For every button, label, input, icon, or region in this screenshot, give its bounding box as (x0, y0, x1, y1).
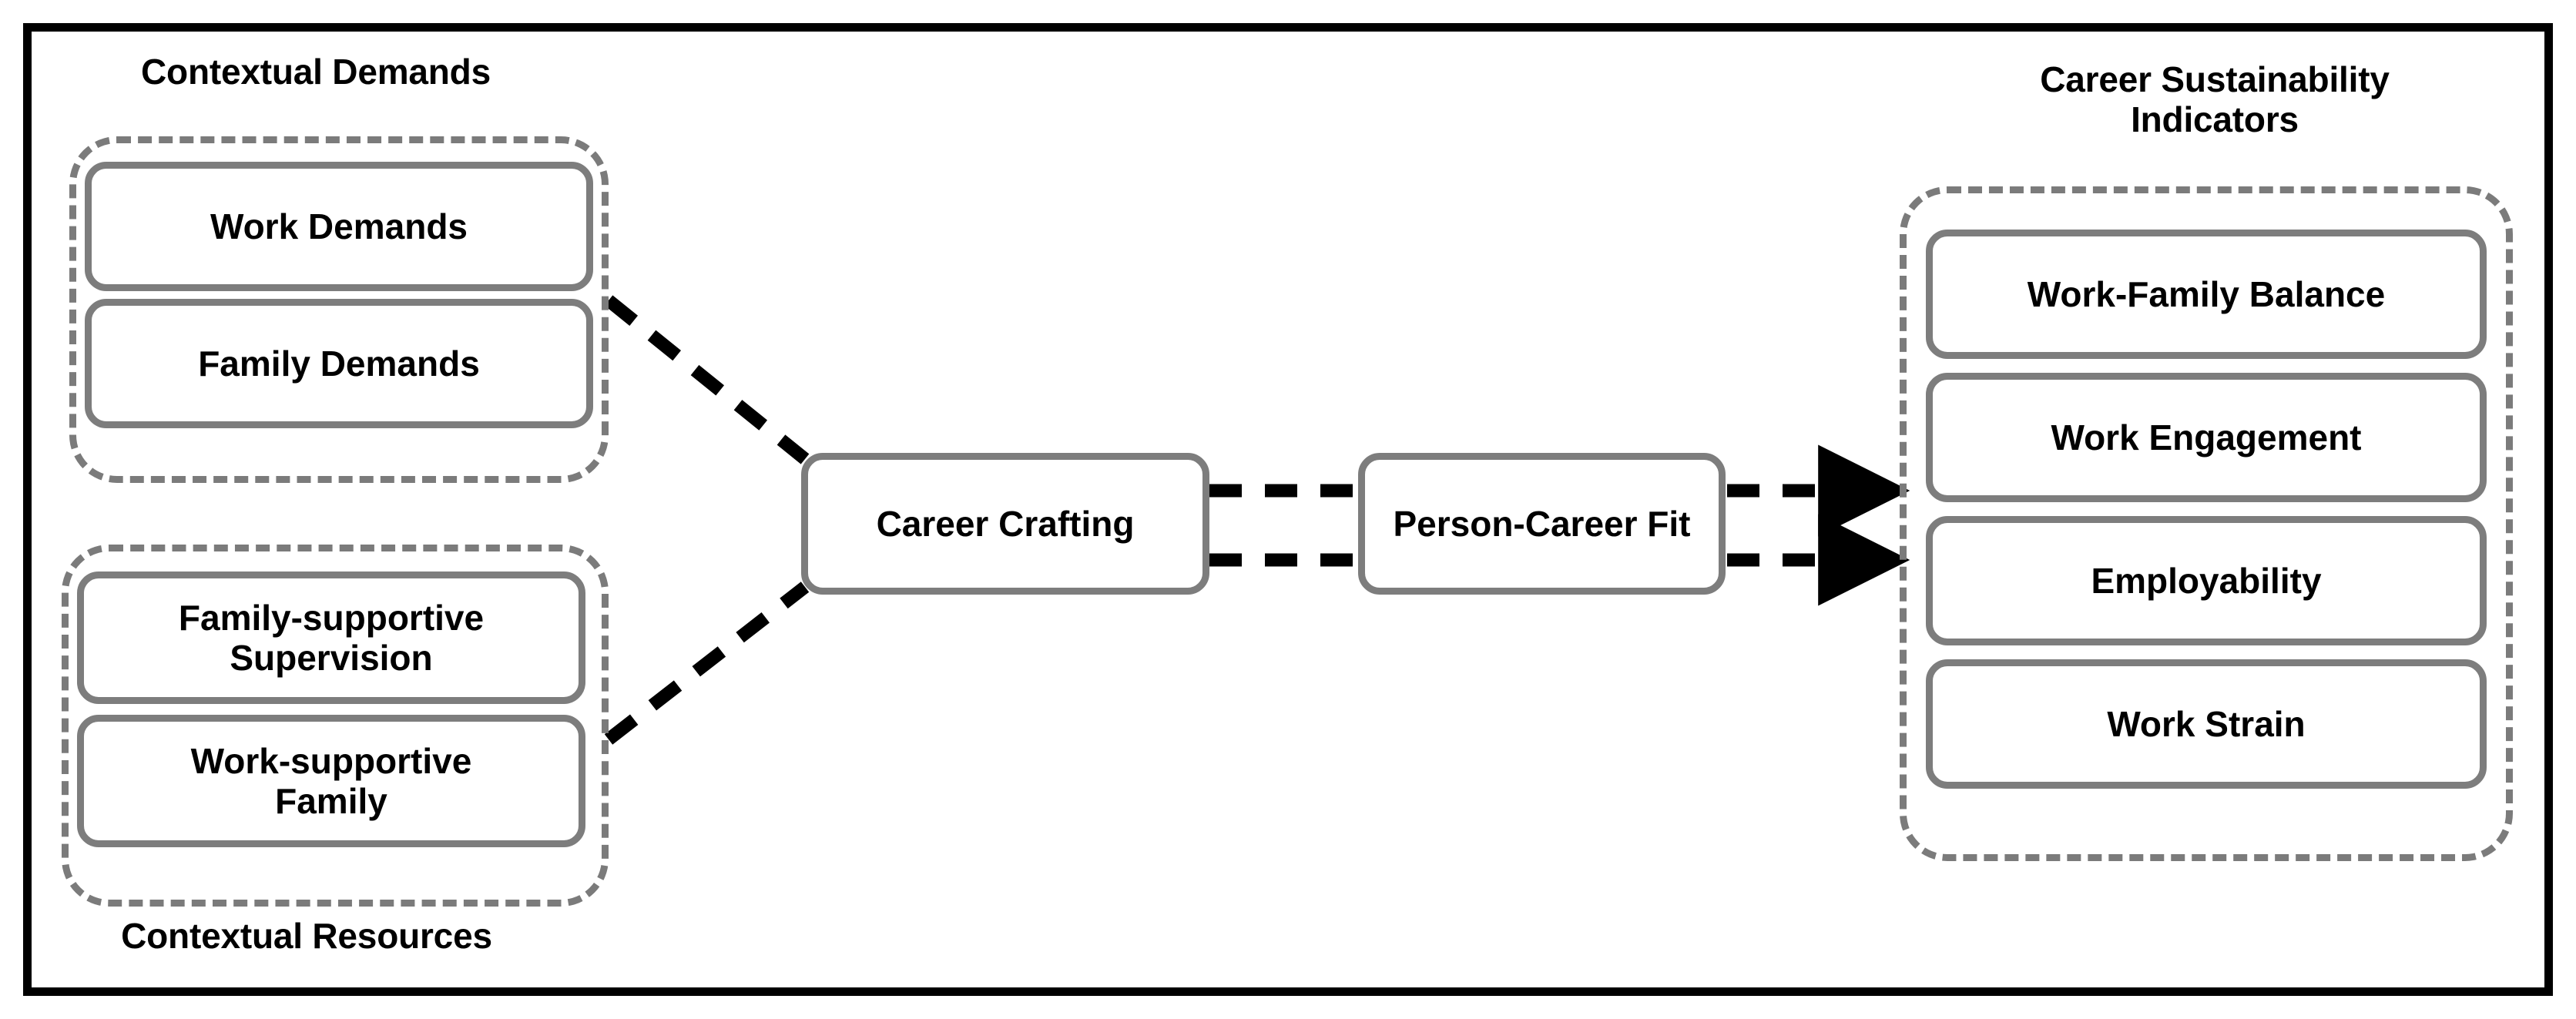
concept-box-person-career-fit[interactable]: Person-Career Fit (1358, 453, 1726, 595)
concept-box-family-demands[interactable]: Family Demands (85, 299, 593, 428)
group-career-sustainability-indicators (1900, 186, 2513, 861)
concept-box-work-supportive-family[interactable]: Work-supportive Family (77, 715, 585, 847)
group-contextual-demands (69, 136, 609, 483)
group-title-contextual-demands: Contextual Demands (141, 52, 491, 92)
concept-box-employability[interactable]: Employability (1926, 516, 2487, 645)
group-title-contextual-resources: Contextual Resources (121, 916, 492, 956)
group-contextual-resources (62, 545, 609, 907)
concept-box-family-supportive-supervision[interactable]: Family-supportive Supervision (77, 572, 585, 704)
concept-box-work-engagement[interactable]: Work Engagement (1926, 373, 2487, 502)
concept-box-work-strain[interactable]: Work Strain (1926, 659, 2487, 789)
concept-box-career-crafting[interactable]: Career Crafting (801, 453, 1209, 595)
concept-box-work-family-balance[interactable]: Work-Family Balance (1926, 230, 2487, 359)
group-title-career-sustainability-indicators: Career Sustainability Indicators (2040, 59, 2390, 139)
concept-box-work-demands[interactable]: Work Demands (85, 162, 593, 291)
